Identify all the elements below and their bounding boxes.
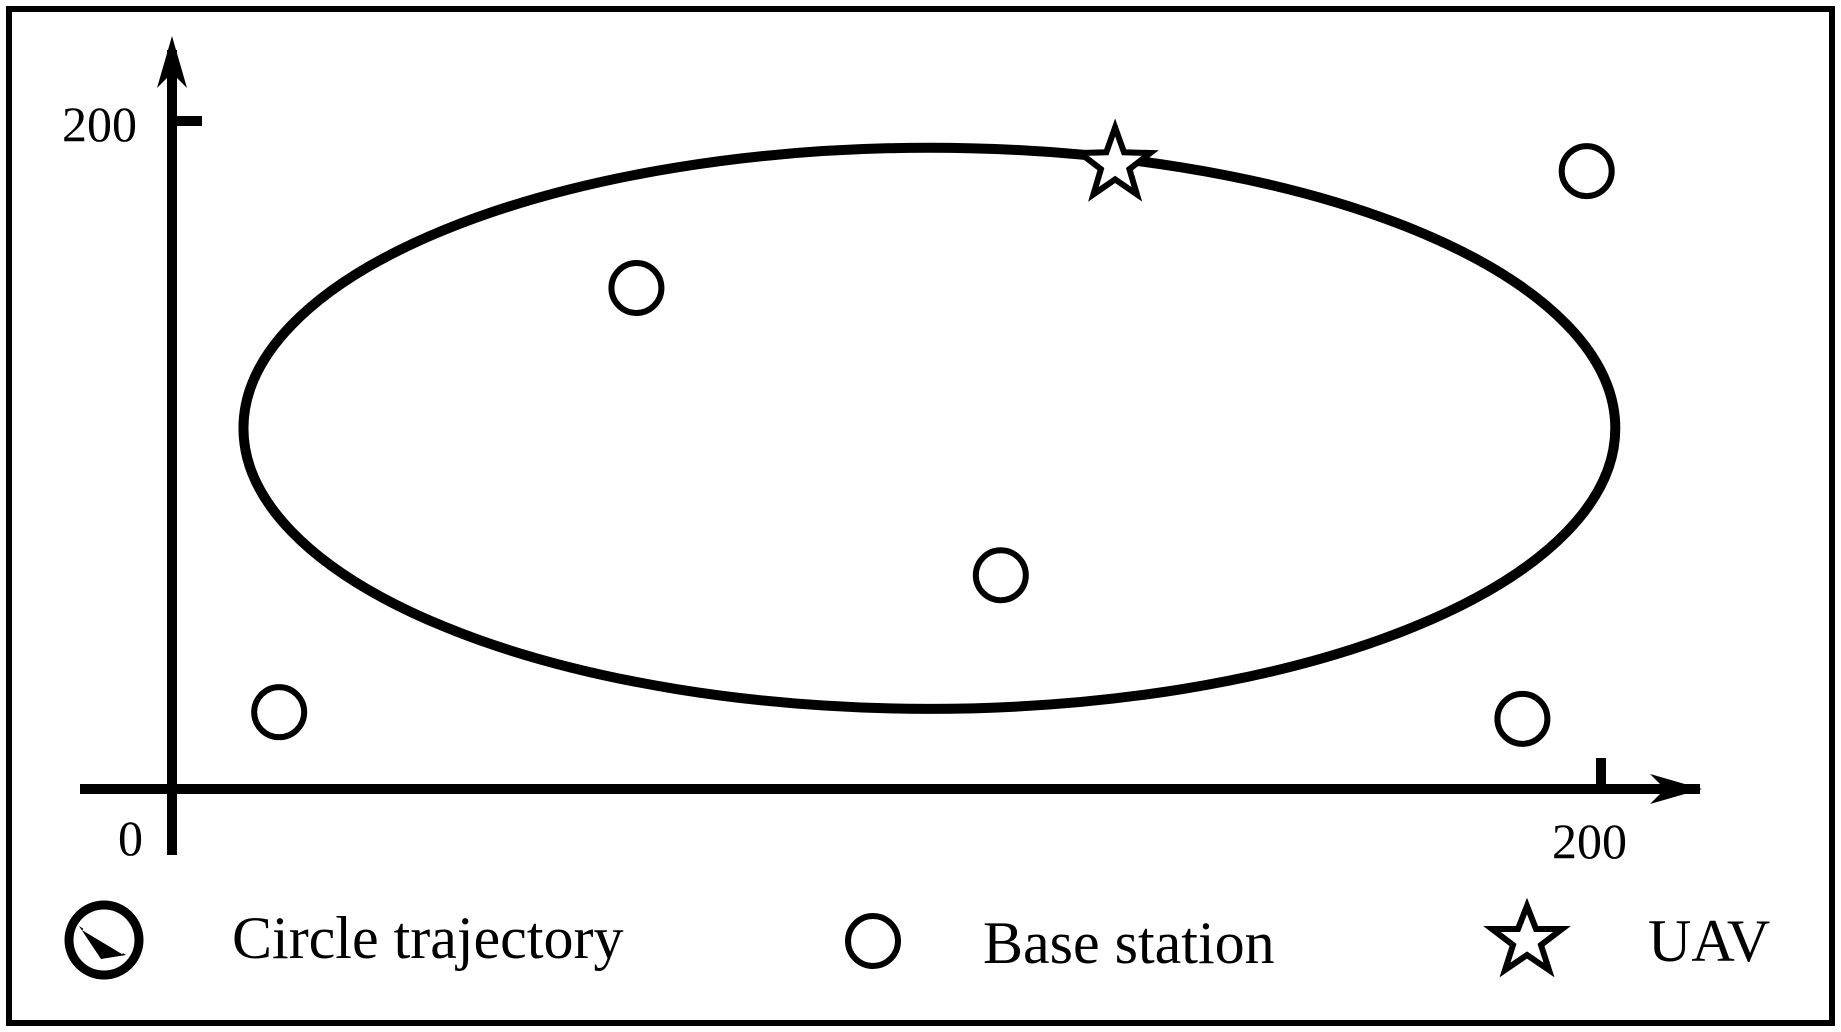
x-max-label: 200: [1552, 813, 1627, 869]
origin-label: 0: [118, 810, 143, 866]
legend-uav-icon: [1483, 897, 1571, 978]
base-station-3: [972, 547, 1029, 604]
base-station-2: [608, 260, 665, 316]
uav-marker: [1071, 118, 1159, 202]
circle-trajectory: [238, 142, 1621, 714]
x-axis-arrow-icon: [1650, 774, 1702, 804]
figure-frame: [6, 6, 1835, 1026]
base-station-4: [1558, 143, 1615, 200]
legend-trajectory-icon: [64, 900, 144, 980]
legend: Circle trajectory Base station UAV: [64, 897, 1770, 980]
legend-trajectory-label: Circle trajectory: [232, 905, 623, 971]
legend-base-station-icon: [845, 913, 901, 969]
legend-uav-label: UAV: [1648, 908, 1770, 974]
y-max-label: 200: [62, 96, 137, 152]
y-axis-arrow-icon: [157, 36, 187, 88]
plot-layer: [238, 118, 1621, 747]
base-station-1: [251, 684, 308, 741]
base-station-5: [1494, 690, 1551, 747]
legend-base-station-label: Base station: [983, 910, 1275, 976]
